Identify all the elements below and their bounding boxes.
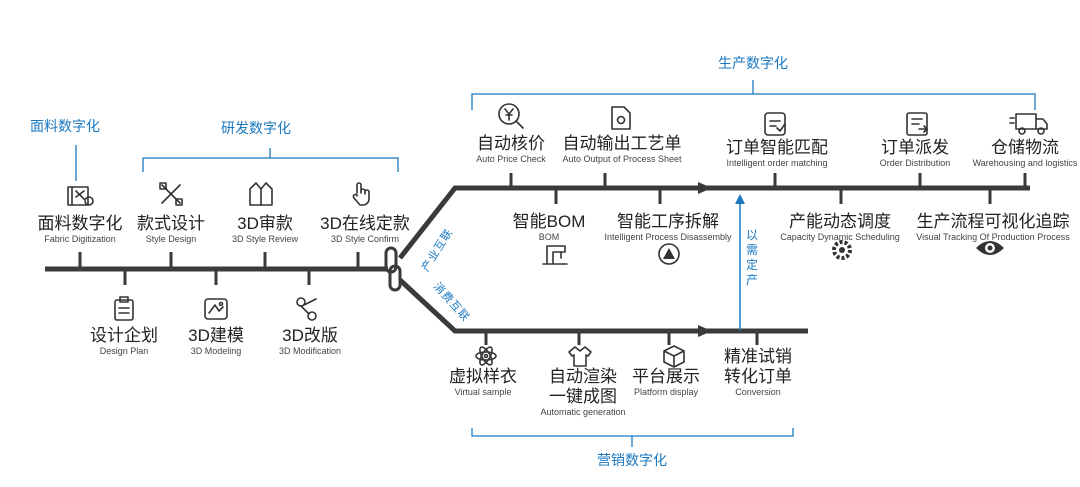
node-process-disassembly: 智能工序拆解 Intelligent Process Disassembly (604, 212, 731, 243)
node-warehousing: 仓储物流 Warehousing and logistics (973, 138, 1078, 169)
node-title: 订单派发 (881, 138, 949, 157)
rnd-bracket (142, 148, 399, 172)
eye-icon (976, 241, 1004, 255)
node-automatic-generation: 自动渲染 一键成图 Automatic generation (540, 367, 625, 418)
node-subtitle: Intelligent order matching (726, 158, 828, 168)
pencil-ruler-icon (159, 182, 183, 206)
node-3d-modeling: 3D建模 3D Modeling (188, 326, 244, 357)
node-subtitle: Automatic generation (540, 407, 626, 417)
node-title: 虚拟样衣 (449, 367, 517, 386)
node-title-line2: 一键成图 (549, 387, 617, 406)
shirt-icon (568, 346, 592, 367)
node-virtual-sample: 虚拟样衣 Virtual sample (449, 367, 517, 398)
node-title-line2: 转化订单 (724, 367, 792, 386)
order-dispatch-icon (906, 112, 928, 136)
node-title: 款式设计 (137, 214, 205, 233)
node-title: 3D在线定款 (320, 214, 410, 233)
fabric-roll-icon (67, 186, 94, 206)
chain-link-icon (384, 246, 402, 292)
production-branch-line (398, 185, 703, 260)
delivery-truck-icon (1009, 113, 1048, 135)
node-subtitle: Visual Tracking Of Production Process (916, 232, 1070, 242)
node-smart-bom: 智能BOM BOM (513, 212, 586, 243)
order-match-icon (764, 112, 786, 136)
node-title: 设计企划 (90, 326, 158, 345)
node-title: 3D审款 (237, 214, 293, 233)
on-demand-arrowhead (735, 194, 745, 204)
node-conversion: 精准试销 转化订单 Conversion (724, 347, 792, 398)
marketing-bracket (471, 428, 794, 447)
connector-on-demand: 以需定产 (745, 228, 758, 287)
production-ticks (509, 173, 1027, 204)
atom-icon (475, 346, 497, 366)
node-title: 3D改版 (282, 326, 338, 345)
node-subtitle: Warehousing and logistics (972, 158, 1078, 168)
node-capacity-scheduling: 产能动态调度 Capacity Dynamic Scheduling (780, 212, 900, 243)
node-title: 精准试销 (724, 347, 792, 366)
node-title: 自动核价 (477, 134, 545, 153)
node-title: 生产流程可视化追踪 (916, 212, 1070, 231)
node-subtitle: Conversion (735, 387, 781, 397)
category-production: 生产数字化 (718, 55, 788, 71)
node-title: 自动输出工艺单 (562, 134, 682, 153)
category-rnd: 研发数字化 (221, 120, 291, 136)
category-marketing: 营销数字化 (597, 452, 667, 468)
node-auto-process-sheet: 自动输出工艺单 Auto Output of Process Sheet (562, 134, 681, 165)
node-3d-modification: 3D改版 3D Modification (279, 326, 341, 357)
node-title: 智能工序拆解 (617, 212, 719, 231)
node-fabric-digitization: 面料数字化 Fabric Digitization (38, 214, 123, 245)
node-title: 仓储物流 (990, 138, 1059, 157)
category-fabric: 面料数字化 (30, 118, 100, 134)
node-subtitle: Design Plan (99, 346, 149, 356)
scissors-icon (296, 297, 317, 321)
node-title: 自动渲染 (549, 367, 617, 386)
node-title: 平台展示 (632, 367, 700, 386)
node-subtitle: Intelligent Process Disassembly (604, 232, 732, 242)
production-bracket (471, 80, 1036, 110)
node-subtitle: BOM (538, 232, 560, 242)
sewing-machine-icon (542, 245, 568, 265)
jacket-icon (249, 182, 273, 206)
node-platform-display: 平台展示 Platform display (632, 367, 700, 398)
document-gear-icon (611, 106, 631, 130)
brackets (75, 80, 1036, 447)
node-subtitle: 3D Style Confirm (330, 234, 400, 244)
node-subtitle: Virtual sample (454, 387, 512, 397)
node-design-plan: 设计企划 Design Plan (90, 326, 158, 357)
node-title: 订单智能匹配 (726, 138, 828, 157)
yen-search-icon (498, 103, 524, 129)
marketing-ticks (484, 331, 759, 345)
hand-pointer-icon (352, 182, 370, 206)
node-subtitle: Order Distribution (879, 158, 951, 168)
node-subtitle: 3D Modeling (190, 346, 242, 356)
node-subtitle: 3D Modification (278, 346, 342, 356)
node-order-distribution: 订单派发 Order Distribution (880, 138, 951, 169)
modeling-icon (204, 298, 228, 320)
node-auto-price-check: 自动核价 Auto Price Check (476, 134, 546, 165)
node-visual-tracking: 生产流程可视化追踪 Visual Tracking Of Production … (916, 212, 1069, 243)
node-subtitle: 3D Style Review (231, 234, 299, 244)
node-style-design: 款式设计 Style Design (137, 214, 205, 245)
node-subtitle: Platform display (633, 387, 699, 397)
node-subtitle: Auto Price Check (476, 154, 546, 164)
node-order-matching: 订单智能匹配 Intelligent order matching (726, 138, 828, 169)
node-title: 面料数字化 (37, 214, 123, 233)
node-title: 3D建模 (188, 326, 244, 345)
node-title: 产能动态调度 (789, 212, 891, 231)
node-3d-style-confirm: 3D在线定款 3D Style Confirm (320, 214, 410, 245)
node-subtitle: Capacity Dynamic Scheduling (780, 232, 900, 242)
node-subtitle: Auto Output of Process Sheet (562, 154, 682, 164)
rnd-ticks (78, 252, 360, 285)
marketing-branch-line (398, 278, 703, 334)
node-3d-style-review: 3D审款 3D Style Review (232, 214, 298, 245)
box-icon (663, 345, 685, 368)
warning-circle-icon (658, 243, 680, 265)
node-title: 智能BOM (512, 212, 586, 231)
node-subtitle: Fabric Digitization (44, 234, 116, 244)
clipboard-icon (114, 296, 134, 321)
gears-icon (832, 240, 852, 260)
node-subtitle: Style Design (145, 234, 197, 244)
